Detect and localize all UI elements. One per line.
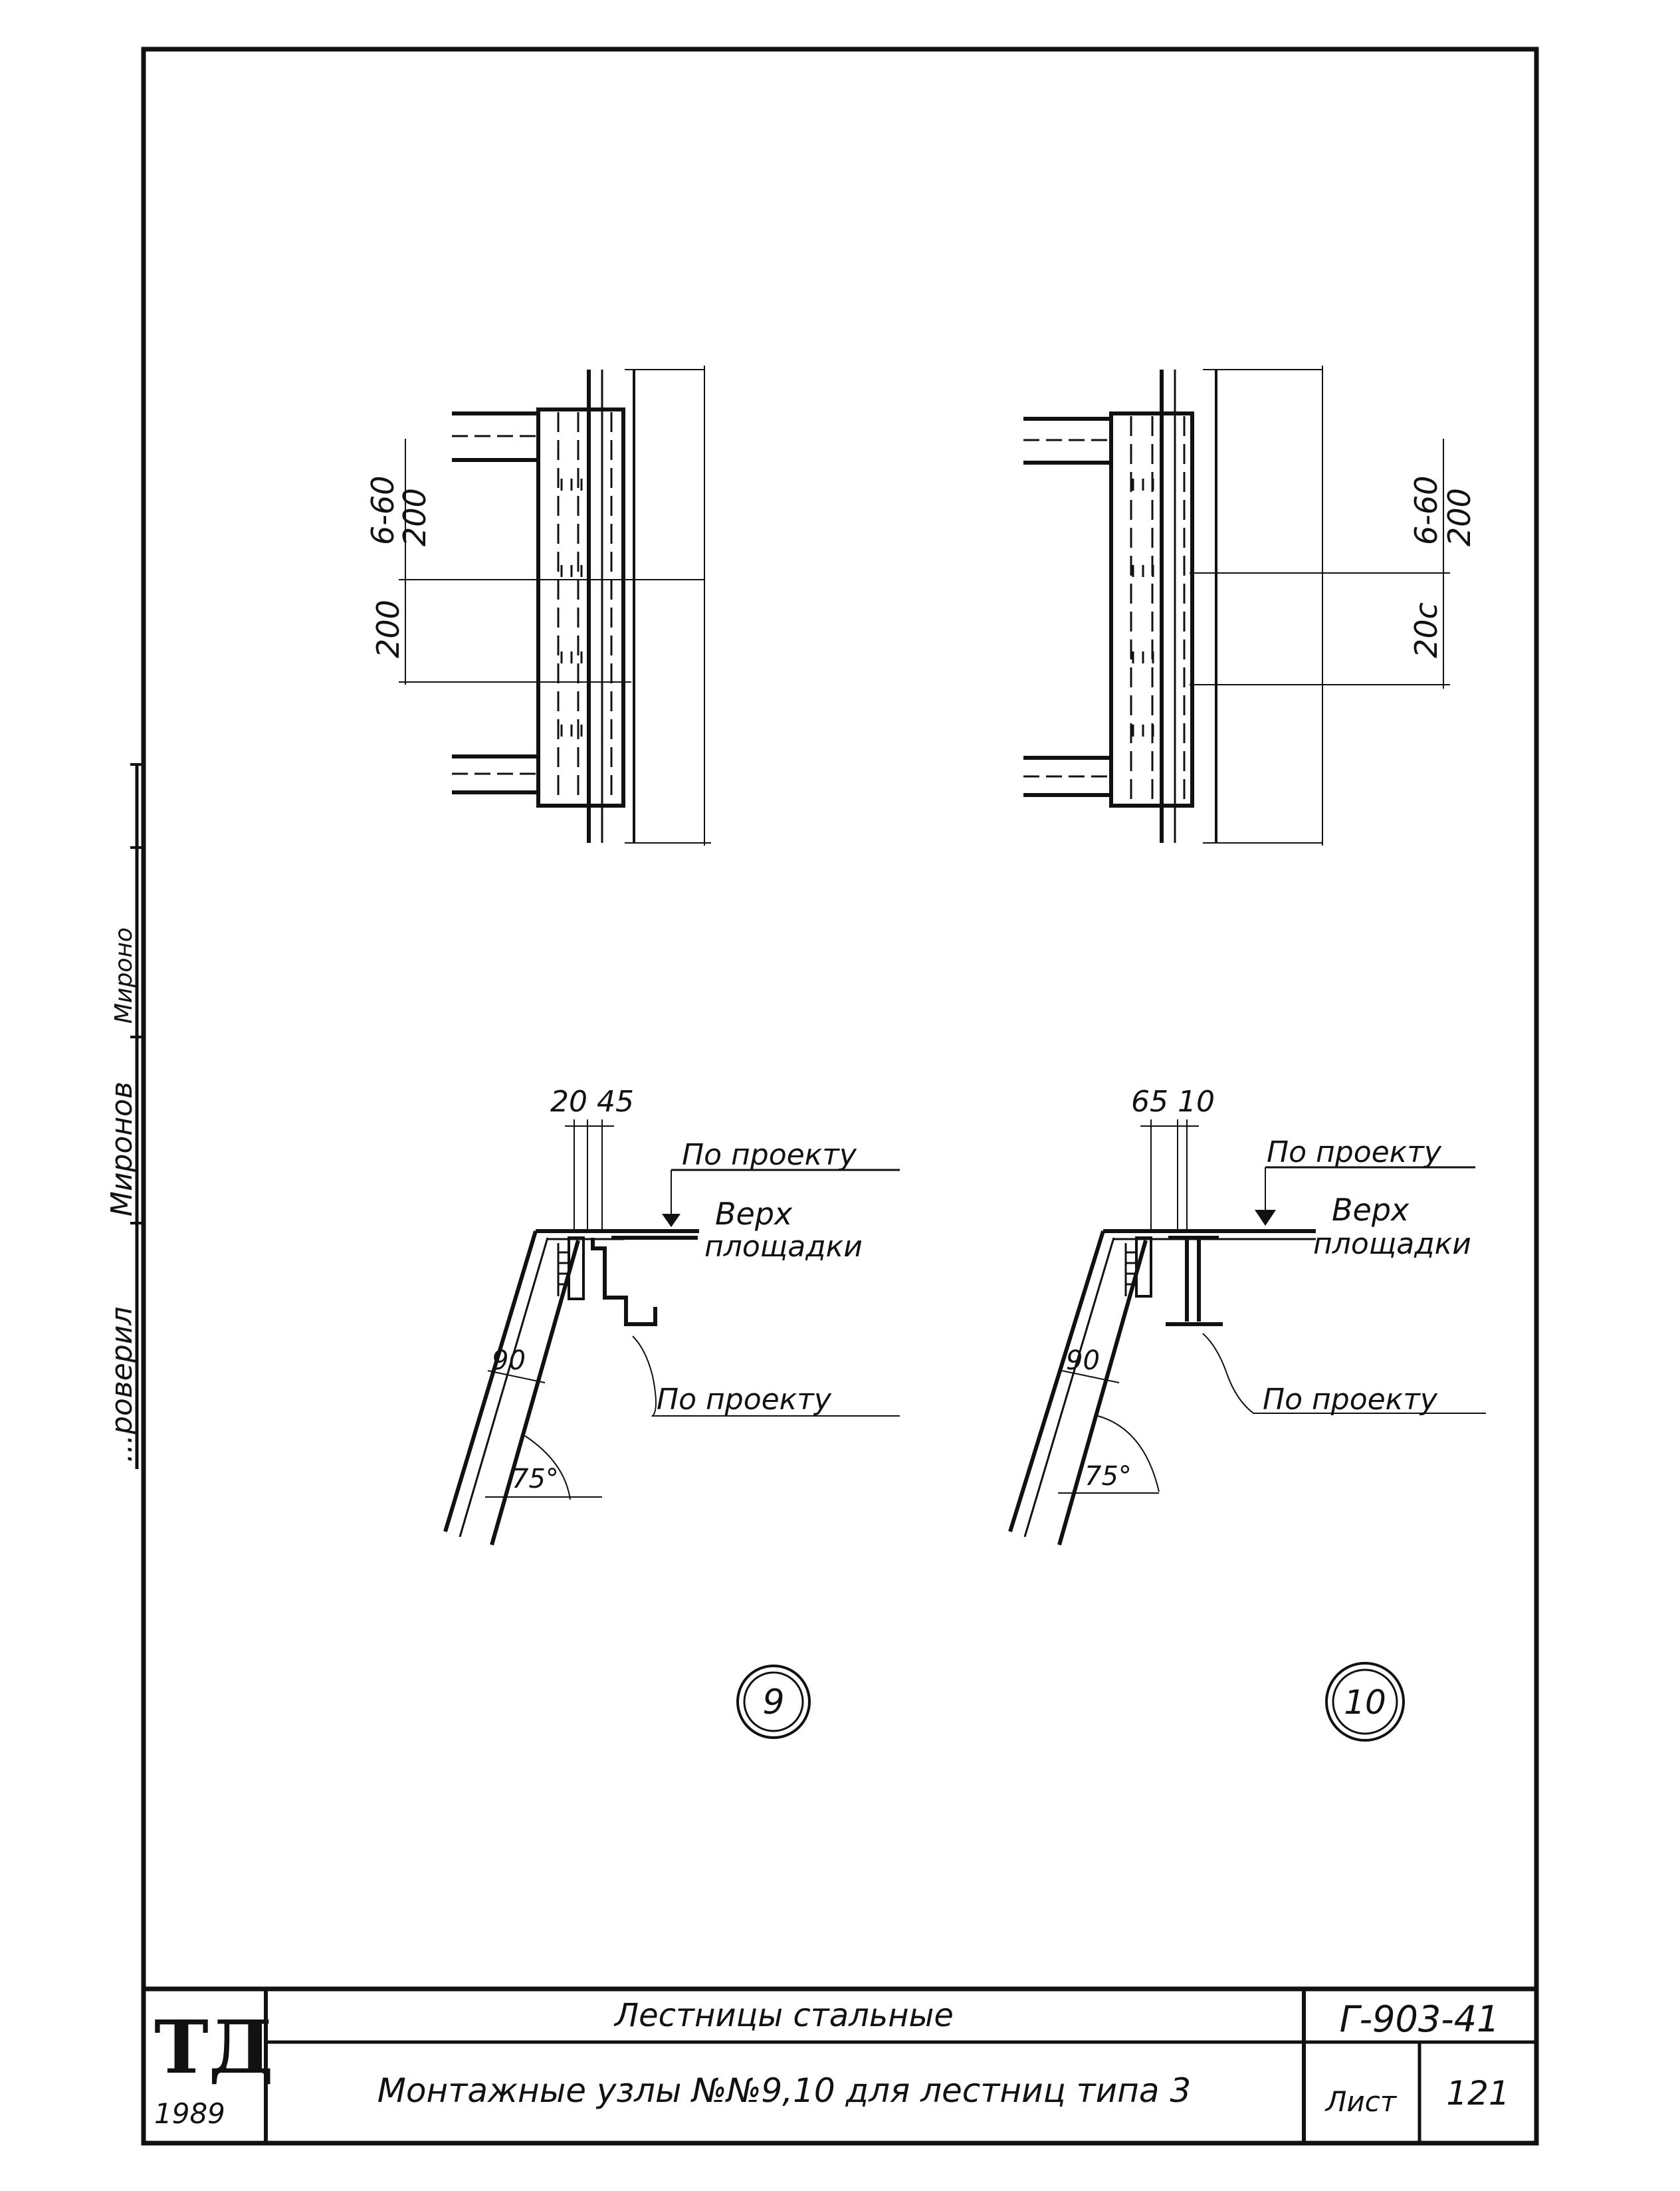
node-9-note-top: По проекту xyxy=(682,1138,857,1172)
node-10-level-1: Верх xyxy=(1332,1192,1410,1228)
node-10-thickness: 90 xyxy=(1066,1345,1100,1376)
node-9-angle: 75° xyxy=(512,1464,559,1494)
node-10: 65 10 По проекту Верх площадки По проект… xyxy=(1008,1085,1486,1742)
node-9-level-2: площадки xyxy=(704,1230,863,1264)
dim-left-top-sub: 200 xyxy=(397,488,433,546)
node-10-number: 10 xyxy=(1344,1683,1386,1722)
detail-top-right: 6-60 200 20с xyxy=(1023,366,1477,846)
side-stamp-signature: Мироно xyxy=(110,927,138,1024)
title-main: Лестницы стальные xyxy=(613,1997,954,2034)
sheet-frame xyxy=(141,47,1539,2146)
node-9-level-1: Верх xyxy=(715,1196,793,1232)
node-9-note-bottom: По проекту xyxy=(657,1383,832,1417)
title-sub: Монтажные узлы №№9,10 для лестниц типа 3 xyxy=(377,2071,1191,2110)
node-9: 20 45 По проекту Верх площадки По проект… xyxy=(443,1085,900,1739)
title-year: 1989 xyxy=(154,2097,225,2130)
dim-right-top: 6-60 xyxy=(1408,476,1444,545)
side-stamp: ...роверил Миронов Мироно xyxy=(105,763,144,1469)
side-stamp-checked: ...роверил xyxy=(105,1307,139,1462)
node-9-thickness: 90 xyxy=(492,1345,526,1376)
title-code: Г-903-41 xyxy=(1340,1998,1500,2040)
node-10-level-2: площадки xyxy=(1313,1227,1471,1261)
sheet-number: 121 xyxy=(1446,2074,1509,2113)
sheet-label: Лист xyxy=(1324,2085,1398,2118)
side-stamp-name: Миронов xyxy=(105,1082,139,1216)
title-block: ТД 1989 Лестницы стальные Монтажные узлы… xyxy=(144,1986,1536,2143)
dim-left-mid: 200 xyxy=(370,600,406,658)
dim-right-mid: 20с xyxy=(1408,602,1444,658)
node-10-angle: 75° xyxy=(1085,1461,1132,1492)
node-9-dims: 20 45 xyxy=(550,1085,634,1119)
title-logo: ТД xyxy=(154,2004,274,2090)
node-9-number: 9 xyxy=(762,1682,784,1722)
dim-right-top-sub: 200 xyxy=(1441,488,1477,546)
dim-left-top: 6-60 xyxy=(365,476,401,545)
node-10-note-top: По проекту xyxy=(1267,1135,1442,1169)
node-10-note-bottom: По проекту xyxy=(1263,1383,1438,1417)
node-10-dims: 65 10 xyxy=(1131,1085,1215,1119)
detail-top-left: 6-60 200 200 xyxy=(365,366,711,846)
